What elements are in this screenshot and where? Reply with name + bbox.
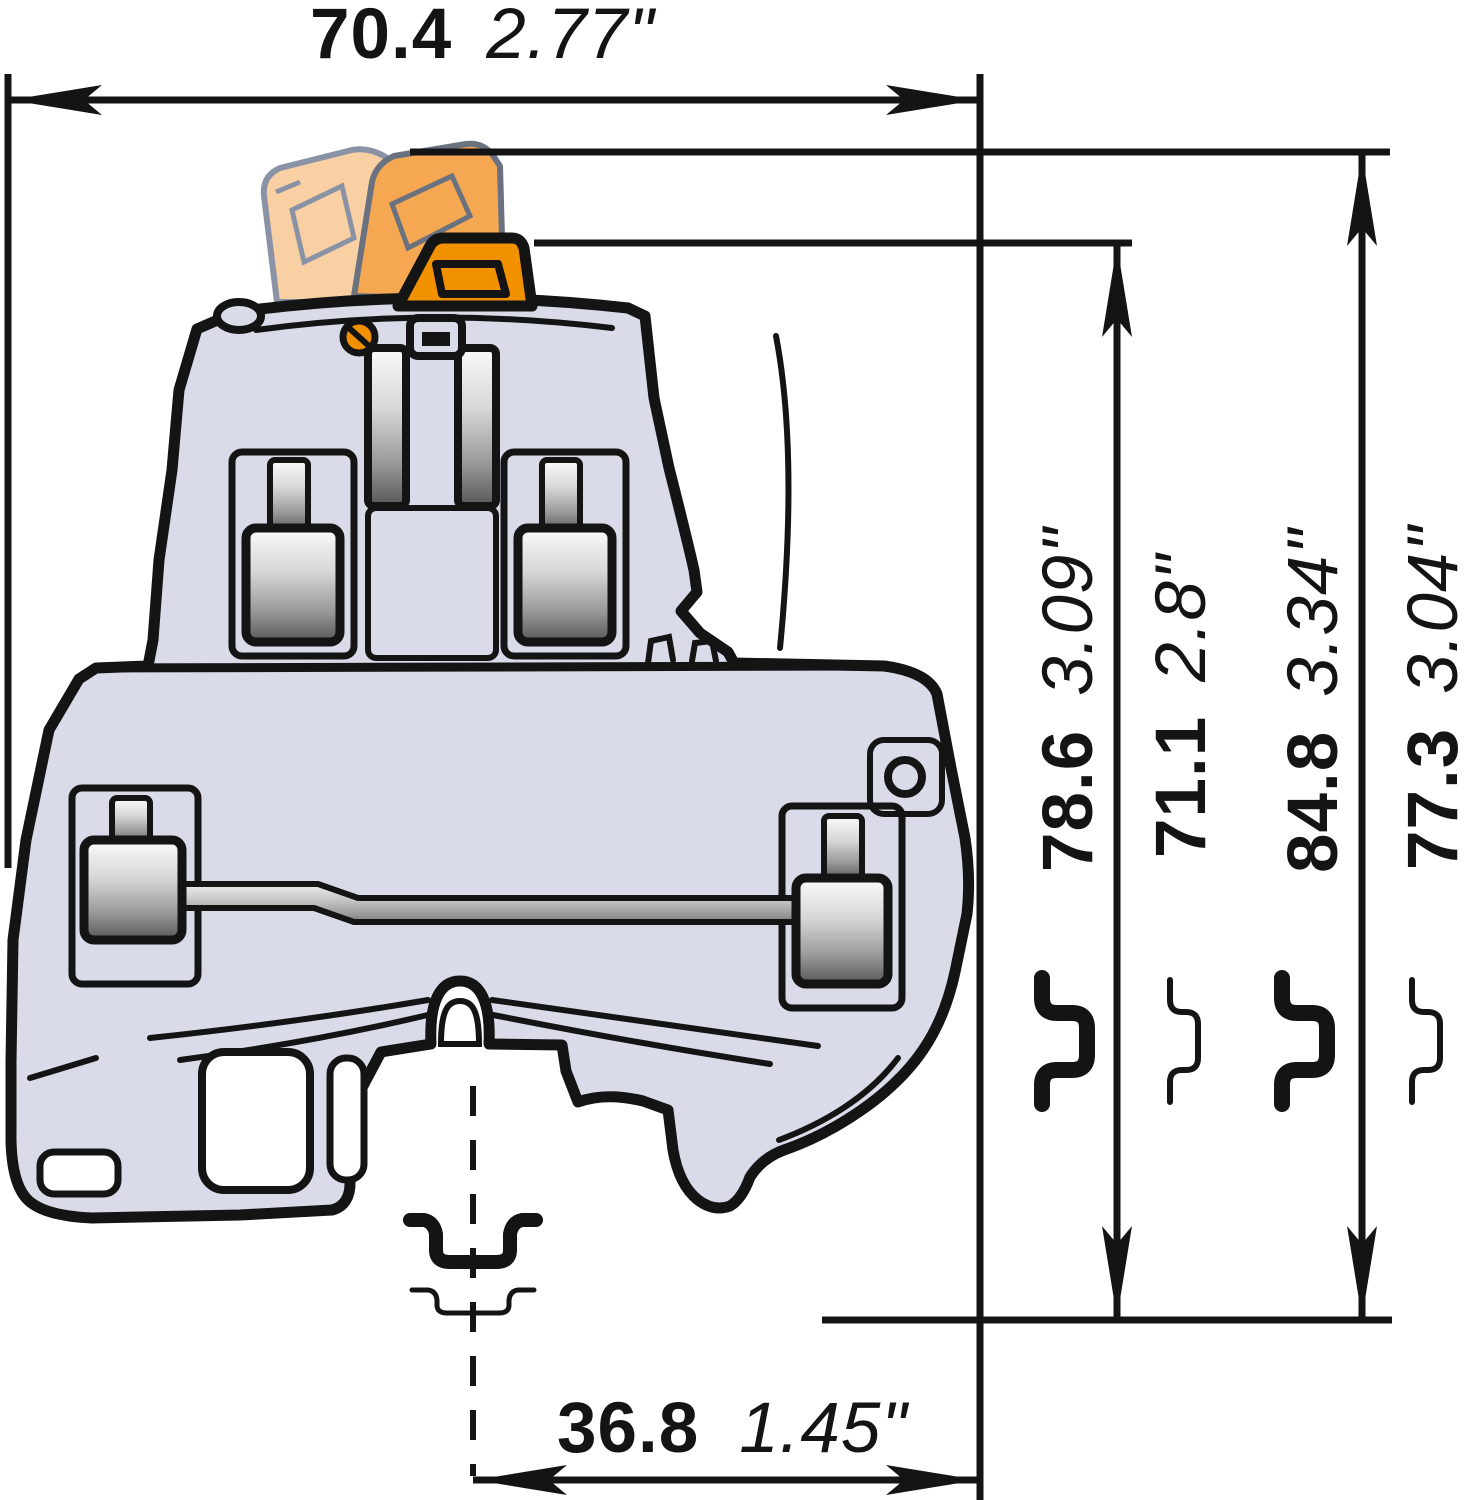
fuse-clip-right	[454, 344, 500, 510]
latch	[406, 314, 466, 360]
clamp-parts	[79, 344, 893, 989]
din-rail-15mm-icon	[403, 1213, 543, 1269]
lower-clamp-left	[79, 835, 187, 945]
fuse-holder-base	[392, 232, 538, 312]
arrow-left-icon	[10, 85, 102, 115]
foot-openings	[36, 997, 483, 1198]
terminal-block	[5, 140, 975, 1224]
lower-screw-right	[821, 813, 865, 883]
dim-label-total-rail7: 77.33.04"	[1394, 524, 1464, 870]
arrow-right-icon	[886, 1465, 978, 1495]
dim-label-height-rail7: 71.12.8"	[1142, 552, 1221, 858]
upper-clamp-left	[241, 523, 345, 647]
lower-clamp-right	[791, 873, 893, 989]
test-socket-boss	[867, 737, 945, 817]
arrow-up-icon	[1347, 154, 1377, 246]
arrow-left-icon	[475, 1465, 567, 1495]
arrow-right-icon	[886, 85, 978, 115]
arrow-up-icon	[1102, 245, 1132, 337]
din-rail-7-5mm-icon	[1167, 977, 1201, 1105]
marking-hole	[213, 298, 265, 334]
din-rail-15mm-icon	[1034, 970, 1095, 1112]
dim-label-total-rail15: 84.83.34"	[1274, 527, 1353, 873]
upper-screw-right	[539, 457, 583, 535]
arrow-down-icon	[1102, 1226, 1132, 1318]
upper-screw-left	[267, 457, 311, 535]
arrow-down-icon	[1347, 1226, 1377, 1318]
dim-heights-right: 78.63.09" 71.12.8" 84.83.34" 77.33.04"	[410, 148, 1464, 1324]
fixing-screw	[339, 317, 379, 357]
din-rail-7-5mm-icon	[409, 1287, 537, 1316]
din-rail-15mm-icon	[1274, 970, 1335, 1112]
upper-clamp-right	[513, 523, 617, 647]
dim-label-height-rail15: 78.63.09"	[1029, 526, 1108, 872]
fuse-clip-left	[364, 344, 410, 510]
din-rail-7-5mm-icon	[1409, 977, 1443, 1105]
